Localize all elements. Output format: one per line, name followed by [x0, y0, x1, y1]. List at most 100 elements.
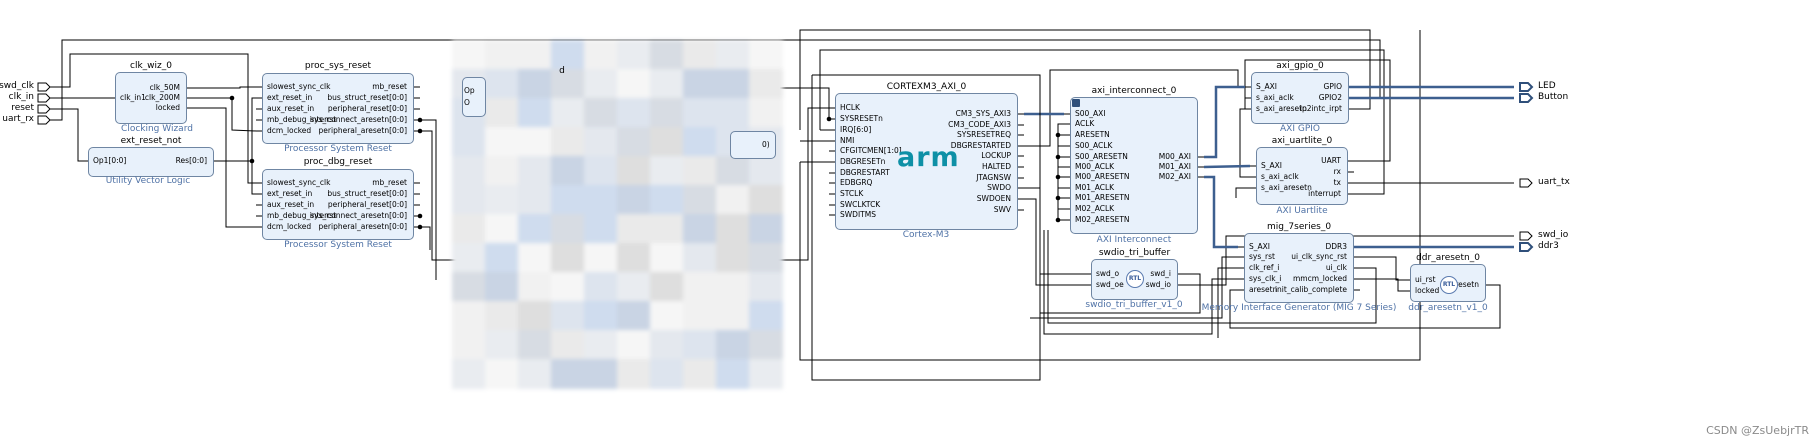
mosaic-cell	[518, 359, 552, 389]
mosaic-cell	[617, 156, 651, 186]
pin-label: Op	[464, 86, 475, 95]
block-subtitle: ddr_aresetn_v1_0	[1408, 303, 1488, 313]
pin-label: CFGITCMEN[1:0]	[840, 146, 902, 155]
mosaic-cell	[617, 185, 651, 215]
pin-label: aux_reset_in	[267, 200, 315, 209]
mosaic-cell	[716, 69, 750, 99]
mosaic-cell	[518, 214, 552, 244]
pin-label: interconnect_aresetn[0:0]	[309, 211, 407, 220]
mosaic-cell	[518, 69, 552, 99]
pin-label: S_AXI	[1261, 161, 1282, 170]
block-subtitle: Processor System Reset	[284, 144, 392, 154]
rtl-badge-icon: RTL	[1126, 270, 1144, 288]
mosaic-cell	[617, 359, 651, 389]
mosaic-cell	[551, 243, 585, 273]
pin-label: interconnect_aresetn[0:0]	[309, 115, 407, 124]
wire	[1217, 267, 1238, 338]
mosaic-cell	[650, 359, 684, 389]
mosaic-cell	[584, 330, 618, 360]
pin-label: M00_ARESETN	[1075, 172, 1130, 181]
port-arrow-icon[interactable]	[1519, 93, 1534, 103]
pin-label: SWDITMS	[840, 210, 876, 219]
mosaic-cell	[485, 243, 519, 273]
mosaic-cell	[584, 156, 618, 186]
port-arrow-icon[interactable]	[1519, 242, 1534, 252]
block-axi-uartlite[interactable]	[1256, 147, 1348, 205]
port-arrow-icon[interactable]	[1519, 82, 1534, 92]
pin-label: ext_reset_in	[267, 93, 313, 102]
pin-label: clk_50M	[149, 83, 180, 92]
port-arrow-icon[interactable]	[37, 93, 51, 103]
wire	[220, 97, 256, 162]
pin-label: S00_ACLK	[1075, 141, 1113, 150]
block-title: ext_reset_not	[120, 136, 182, 146]
block-occluded-left[interactable]	[462, 77, 486, 117]
mosaic-cell	[650, 40, 684, 70]
pin-label: clk_ref_i	[1249, 263, 1280, 272]
pin-label: HCLK	[840, 103, 860, 112]
mosaic-cell	[650, 214, 684, 244]
mosaic-cell	[584, 127, 618, 157]
block-proc-sys-reset[interactable]	[262, 73, 414, 144]
block-mig[interactable]	[1244, 233, 1354, 303]
mosaic-cell	[485, 214, 519, 244]
block-cortexm3[interactable]	[835, 93, 1018, 230]
wire	[193, 86, 256, 89]
port-arrow-icon[interactable]	[1519, 231, 1533, 241]
pin-label: locked	[1415, 286, 1440, 295]
pin-label: swd_io	[1145, 280, 1171, 289]
mosaic-cell	[617, 69, 651, 99]
mosaic-cell	[452, 301, 486, 331]
block-axi-interconnect[interactable]	[1070, 97, 1198, 234]
block-title: axi_interconnect_0	[1091, 86, 1177, 96]
pin-label: aux_reset_in	[267, 104, 315, 113]
wire	[1229, 284, 1501, 329]
mosaic-cell	[683, 301, 717, 331]
pin-label: mb_reset	[372, 82, 407, 91]
pin-label: NMI	[840, 136, 855, 145]
mosaic-cell	[716, 98, 750, 128]
block-axi-gpio[interactable]	[1251, 72, 1349, 124]
pin-label: UART	[1321, 156, 1341, 165]
block-occluded-right[interactable]	[730, 131, 776, 159]
junction-dot	[1055, 217, 1061, 223]
wire	[1030, 256, 1238, 319]
pin-label: M00_ACLK	[1075, 162, 1115, 171]
pin-label: ARESETN	[1075, 130, 1110, 139]
axi-bus	[1203, 164, 1251, 169]
mosaic-cell	[485, 359, 519, 389]
mosaic-cell	[749, 69, 783, 99]
mosaic-cell	[683, 40, 717, 70]
junction-dot	[229, 95, 235, 101]
axi-bus	[1204, 175, 1238, 249]
pin-label: M01_AXI	[1158, 162, 1191, 171]
mosaic-cell	[683, 330, 717, 360]
pin-label: M00_AXI	[1158, 152, 1191, 161]
pin-label: ui_clk	[1325, 263, 1347, 272]
block-subtitle: Memory Interface Generator (MIG 7 Series…	[1201, 303, 1397, 313]
port-label-swd_io: swd_io	[1538, 230, 1569, 240]
pin-label: dcm_locked	[267, 126, 312, 135]
mosaic-cell	[584, 185, 618, 215]
expand-icon[interactable]	[1072, 99, 1080, 107]
port-arrow-icon[interactable]	[1519, 178, 1533, 188]
mosaic-cell	[485, 40, 519, 70]
block-proc-dbg-reset[interactable]	[262, 169, 414, 240]
pin-label: ui_rst	[1415, 275, 1436, 284]
pin-label: ext_reset_in	[267, 189, 313, 198]
wire	[1184, 235, 1514, 286]
wire	[50, 108, 82, 162]
pin-label: IRQ[6:0]	[840, 125, 872, 134]
block-clk-wiz[interactable]	[115, 72, 187, 124]
mosaic-cell	[716, 330, 750, 360]
port-arrow-icon[interactable]	[37, 82, 51, 92]
port-arrow-icon[interactable]	[37, 115, 51, 125]
port-arrow-icon[interactable]	[37, 104, 51, 114]
pin-label: GPIO2	[1318, 93, 1342, 102]
pin-label: JTAGNSW	[976, 173, 1011, 182]
block-ext-reset-not[interactable]	[88, 147, 214, 177]
mosaic-cell	[452, 272, 486, 302]
pin-label: swd_o	[1096, 269, 1120, 278]
watermark: CSDN @ZsUebjrTR	[1706, 424, 1809, 437]
